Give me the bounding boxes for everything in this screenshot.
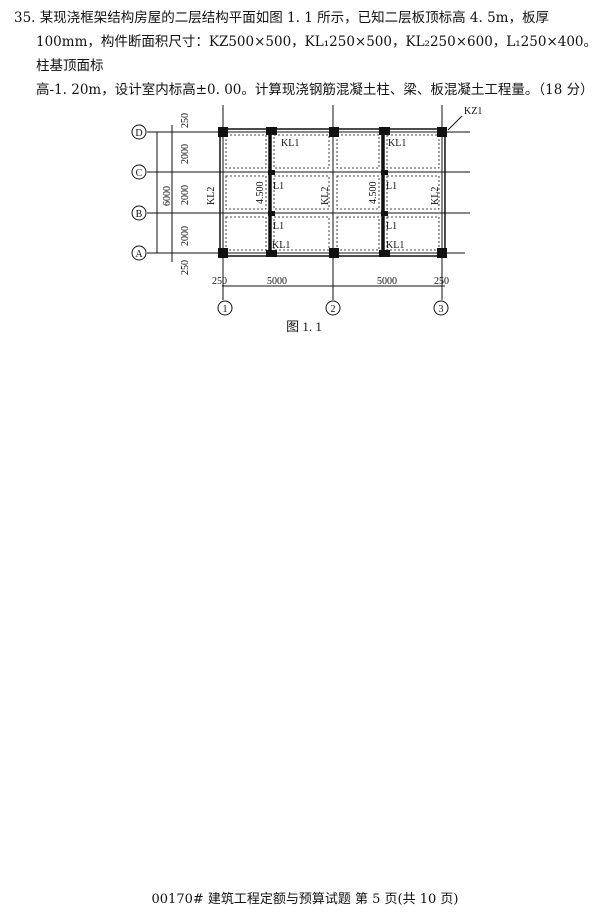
axis-1: 1 — [223, 304, 228, 315]
label-elevation: 4.500 — [255, 182, 266, 205]
dim: 250 — [180, 113, 191, 128]
figure-caption: 图 1. 1 — [286, 319, 322, 334]
label-kz1: KZ1 — [464, 106, 482, 117]
label-l1: L1 — [386, 181, 397, 192]
label-kl1: KL1 — [388, 138, 406, 149]
axis-2: 2 — [331, 304, 336, 315]
dim: 2000 — [180, 226, 191, 246]
question-35: 35. 某现浇框架结构房屋的二层结构平面如图 1. 1 所示，已知二层板顶标高 … — [14, 6, 604, 102]
label-l1: L1 — [273, 181, 284, 192]
dim: 2000 — [180, 144, 191, 164]
label-elevation: 4.500 — [368, 182, 379, 205]
question-line-3: 高-1. 20m，设计室内标高±0. 00。计算现浇钢筋混凝土柱、梁、板混凝土工… — [36, 82, 594, 98]
axis-B: B — [136, 209, 143, 220]
axis-A: A — [135, 249, 143, 260]
axis-3: 3 — [439, 304, 444, 315]
dim: 250 — [180, 260, 191, 275]
axis-D: D — [135, 128, 142, 139]
label-kl2: KL2 — [206, 187, 217, 205]
dim: 250 — [434, 276, 449, 287]
question-line-2: 100mm，构件断面积尺寸：KZ500×500，KL₁250×500，KL₂25… — [36, 34, 598, 74]
axis-C: C — [136, 168, 143, 179]
label-l1: L1 — [386, 221, 397, 232]
columns — [218, 127, 447, 258]
dim: 2000 — [180, 185, 191, 205]
label-kl2: KL2 — [320, 187, 331, 205]
label-kl1: KL1 — [281, 138, 299, 149]
label-kl2: KL2 — [430, 187, 441, 205]
dim-total: 6000 — [162, 186, 173, 206]
label-kl1: KL1 — [272, 240, 290, 251]
dim: 250 — [212, 276, 227, 287]
dim: 5000 — [267, 276, 287, 287]
page-footer: 00170# 建筑工程定额与预算试题 第 5 页(共 10 页) — [151, 892, 459, 907]
label-l1: L1 — [273, 221, 284, 232]
label-kl1: KL1 — [386, 240, 404, 251]
question-line-1: 35. 某现浇框架结构房屋的二层结构平面如图 1. 1 所示，已知二层板顶标高 … — [14, 10, 549, 26]
dim: 5000 — [377, 276, 397, 287]
